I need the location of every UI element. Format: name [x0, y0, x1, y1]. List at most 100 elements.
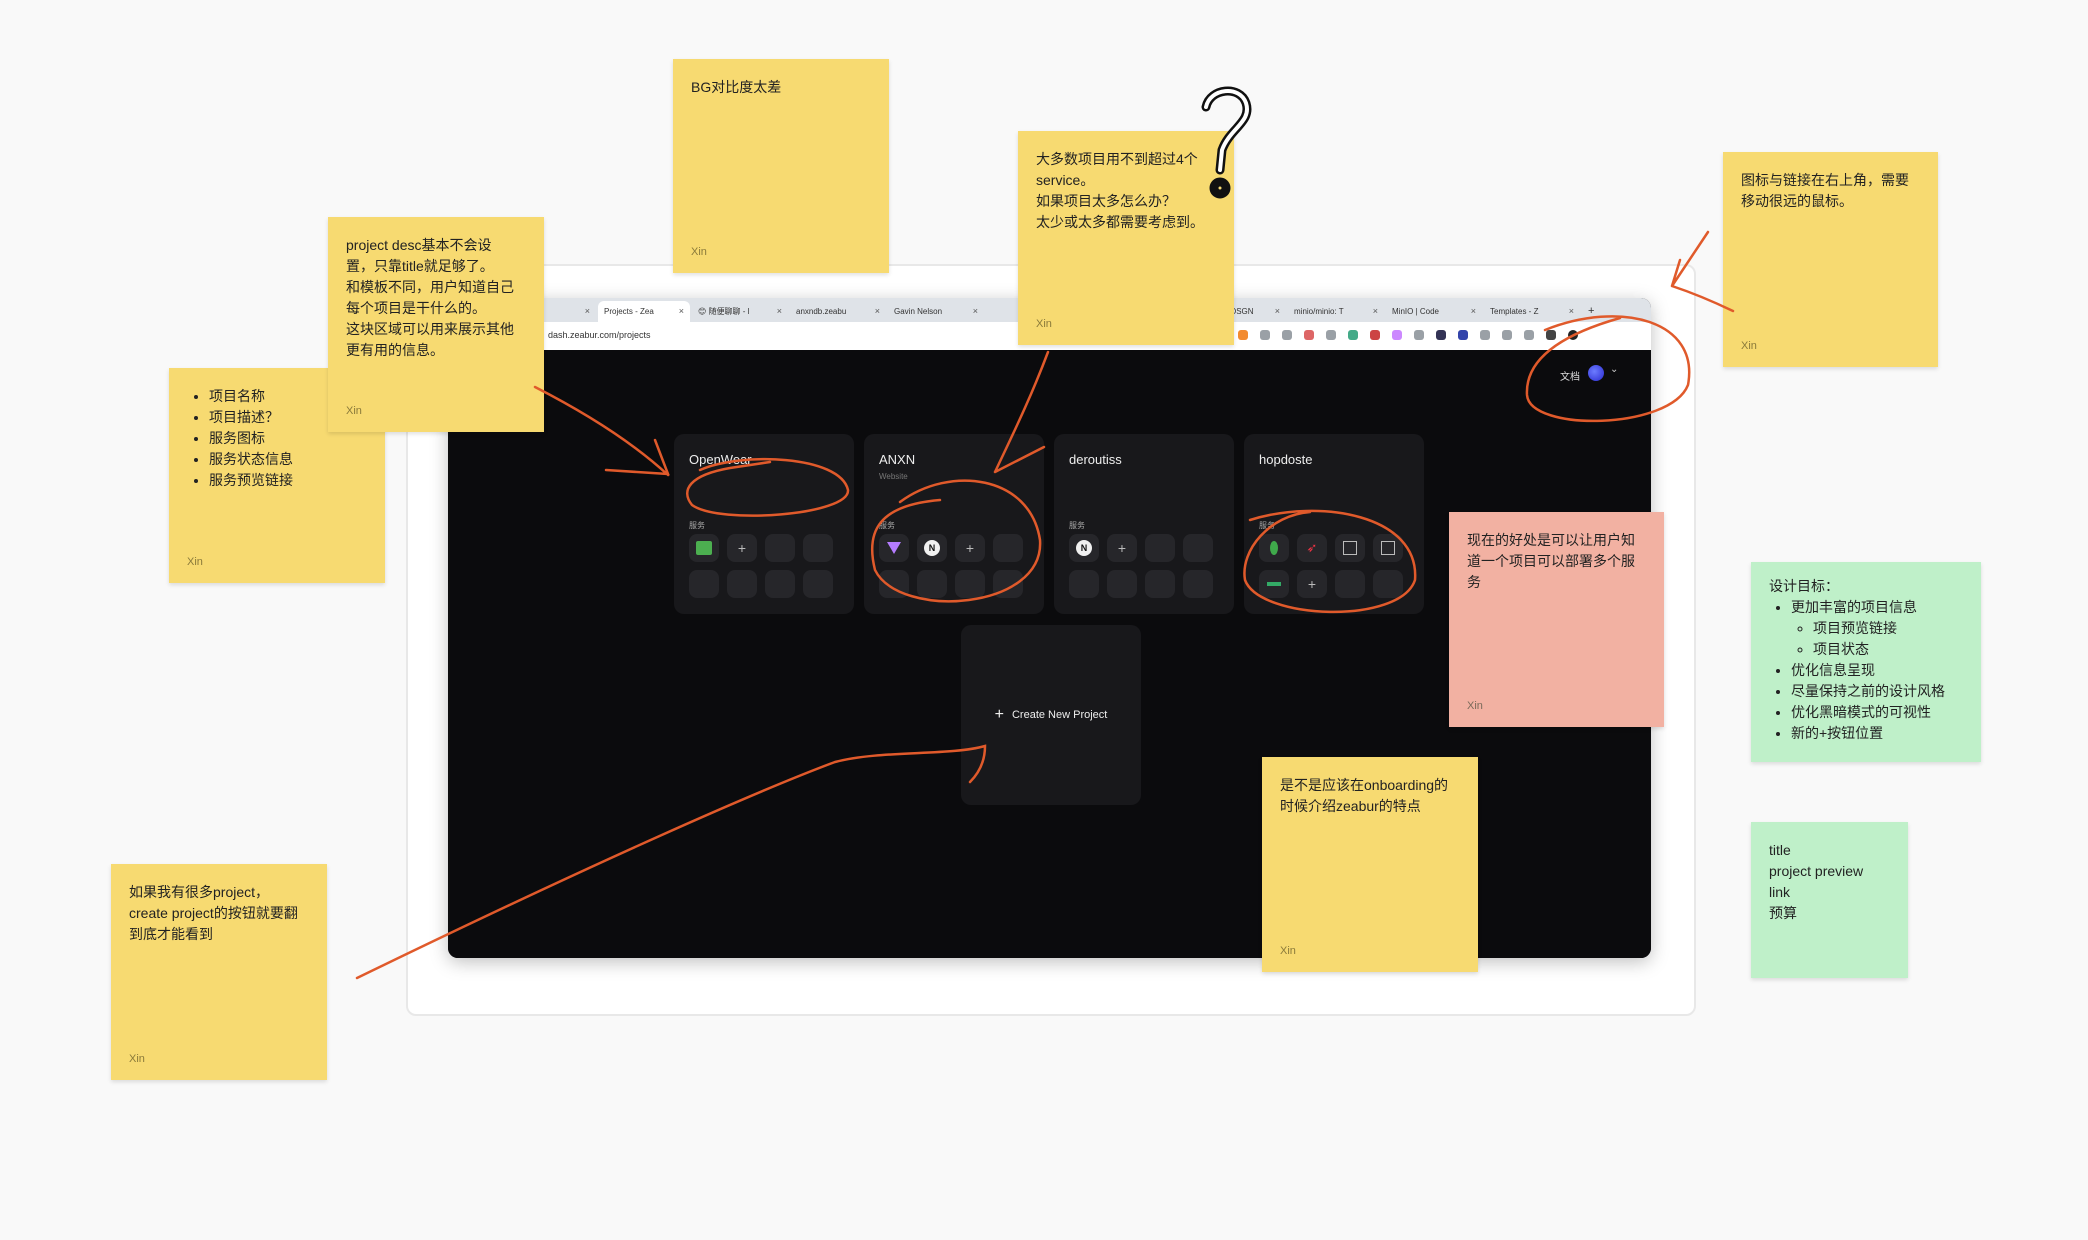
- create-project-card[interactable]: + Create New Project: [961, 625, 1141, 805]
- service-slot[interactable]: [689, 534, 719, 562]
- close-icon[interactable]: ×: [776, 306, 782, 316]
- list-item: 尽量保持之前的设计风格: [1791, 681, 1963, 702]
- sticky-note-onboarding[interactable]: 是不是应该在onboarding的 时候介绍zeabur的特点 Xin: [1262, 757, 1478, 972]
- empty-slot: [955, 570, 985, 598]
- empty-slot: [803, 534, 833, 562]
- empty-slot: [1183, 534, 1213, 562]
- note-line: 这块区域可以用来展示其他: [346, 321, 514, 337]
- mongodb-icon: [1270, 541, 1278, 555]
- sticky-note-fields-en[interactable]: title project preview link 预算: [1751, 822, 1908, 978]
- sticky-note-bg-contrast[interactable]: BG对比度太差 Xin: [673, 59, 889, 273]
- close-icon[interactable]: ×: [584, 306, 590, 316]
- sticky-note-benefit[interactable]: 现在的好处是可以让用户知 道一个项目可以部署多个服 务 Xin: [1449, 512, 1664, 727]
- close-icon[interactable]: ×: [678, 306, 684, 316]
- close-icon[interactable]: ×: [972, 306, 978, 316]
- tab[interactable]: anxndb.zeabu ×: [790, 301, 886, 322]
- extension-icon[interactable]: [1370, 330, 1380, 340]
- add-service-button[interactable]: +: [955, 534, 985, 562]
- close-icon[interactable]: ×: [1274, 306, 1280, 316]
- docs-link[interactable]: 文档: [1560, 372, 1580, 383]
- rocket-icon: ➶: [1306, 540, 1318, 555]
- services-label: 服务: [1259, 521, 1275, 530]
- project-card-openwear[interactable]: OpenWear 服务 +: [674, 434, 854, 614]
- tab[interactable]: minio/minio: T×: [1288, 301, 1384, 322]
- note-line: 移动很远的鼠标。: [1741, 193, 1853, 209]
- tab-label: 😊 随便聊聊 - l: [698, 307, 750, 316]
- service-slot[interactable]: N: [1069, 534, 1099, 562]
- list-item: 新的+按钮位置: [1791, 723, 1963, 744]
- note-text: BG对比度太差: [691, 79, 782, 95]
- sticky-note-project-desc[interactable]: project desc基本不会设 置，只靠title就足够了。 和模板不同，用…: [328, 217, 544, 432]
- note-line: project preview: [1769, 863, 1864, 879]
- chevron-down-icon[interactable]: ⌄: [1610, 364, 1619, 375]
- tab[interactable]: [986, 301, 1016, 322]
- tab[interactable]: Templates - Z×: [1484, 301, 1580, 322]
- close-icon[interactable]: ×: [874, 306, 880, 316]
- tab-label: OSGN: [1230, 307, 1254, 316]
- list-item: 优化信息呈现: [1791, 660, 1963, 681]
- project-card-hopdoste[interactable]: hopdoste 服务 ➶ +: [1244, 434, 1424, 614]
- tab-label: anxndb.zeabu: [796, 307, 847, 316]
- extension-icon[interactable]: [1414, 330, 1424, 340]
- service-slot[interactable]: [1259, 534, 1289, 562]
- service-slot[interactable]: ➶: [1297, 534, 1327, 562]
- service-slot[interactable]: [1259, 570, 1289, 598]
- add-service-button[interactable]: +: [1107, 534, 1137, 562]
- url-field[interactable]: dash.zeabur.com/projects: [548, 330, 651, 340]
- create-project-button[interactable]: + Create New Project: [961, 625, 1141, 805]
- empty-slot: [1183, 570, 1213, 598]
- add-service-button[interactable]: +: [727, 534, 757, 562]
- note-author: Xin: [129, 1053, 145, 1065]
- empty-slot: [689, 570, 719, 598]
- note-line: 预算: [1769, 905, 1797, 921]
- extension-icon[interactable]: [1392, 330, 1402, 340]
- service-slot[interactable]: [1335, 534, 1365, 562]
- sticky-note-top-right[interactable]: 图标与链接在右上角，需要 移动很远的鼠标。 Xin: [1723, 152, 1938, 367]
- tab[interactable]: Gavin Nelson ×: [888, 301, 984, 322]
- project-card-anxn[interactable]: ANXN Website 服务 N +: [864, 434, 1044, 614]
- empty-slot: [1373, 570, 1403, 598]
- list-item: 服务预览链接: [209, 470, 367, 491]
- extension-icon[interactable]: [1304, 330, 1314, 340]
- service-slot[interactable]: [1373, 534, 1403, 562]
- list-item: 优化黑暗模式的可视性: [1791, 702, 1963, 723]
- list-item: 项目状态: [1813, 639, 1963, 660]
- extension-icon[interactable]: [1436, 330, 1446, 340]
- add-service-button[interactable]: +: [1297, 570, 1327, 598]
- extension-icon[interactable]: [1260, 330, 1270, 340]
- empty-slot: [1145, 534, 1175, 562]
- tab[interactable]: 😊 随便聊聊 - l ×: [692, 301, 788, 322]
- new-tab-button[interactable]: +: [1588, 305, 1595, 317]
- avatar[interactable]: [1588, 365, 1604, 381]
- tab-label: Gavin Nelson: [894, 307, 943, 316]
- sticky-note-service-count[interactable]: 大多数项目用不到超过4个 service。 如果项目太多怎么办？ 太少或太多都需…: [1018, 131, 1234, 345]
- service-slot[interactable]: N: [917, 534, 947, 562]
- close-icon[interactable]: ×: [1372, 306, 1378, 316]
- create-project-label: Create New Project: [1011, 709, 1108, 721]
- sheet-icon: [696, 541, 712, 555]
- close-icon[interactable]: ×: [1470, 306, 1476, 316]
- tab[interactable]: OSGN ×: [1224, 301, 1286, 322]
- note-line: 时候介绍zeabur的特点: [1280, 798, 1421, 814]
- broken-image-icon: [1343, 541, 1357, 555]
- extension-icon[interactable]: [1348, 330, 1358, 340]
- close-icon[interactable]: ×: [1568, 306, 1574, 316]
- sidebar-icon[interactable]: [1546, 330, 1556, 340]
- extension-icon[interactable]: [1458, 330, 1468, 340]
- extension-icon[interactable]: [1480, 330, 1490, 340]
- tab-projects[interactable]: Projects - Zea×: [598, 301, 690, 322]
- extension-icon[interactable]: [1502, 330, 1512, 340]
- empty-slot: [879, 570, 909, 598]
- extension-icon[interactable]: [1524, 330, 1534, 340]
- empty-slot: [803, 570, 833, 598]
- extension-icon[interactable]: [1326, 330, 1336, 340]
- profile-icon[interactable]: [1568, 330, 1578, 340]
- sticky-note-design-goals[interactable]: 设计目标： 更加丰富的项目信息 项目预览链接 项目状态 优化信息呈现 尽量保持之…: [1751, 562, 1981, 762]
- sticky-note-many-projects[interactable]: 如果我有很多project， create project的按钮就要翻 到底才能…: [111, 864, 327, 1080]
- extension-icon[interactable]: [1238, 330, 1248, 340]
- service-slot[interactable]: [879, 534, 909, 562]
- tab[interactable]: MinIO | Code×: [1386, 301, 1482, 322]
- project-card-deroutiss[interactable]: deroutiss 服务 N +: [1054, 434, 1234, 614]
- services-label: 服务: [1069, 521, 1085, 530]
- extension-icon[interactable]: [1282, 330, 1292, 340]
